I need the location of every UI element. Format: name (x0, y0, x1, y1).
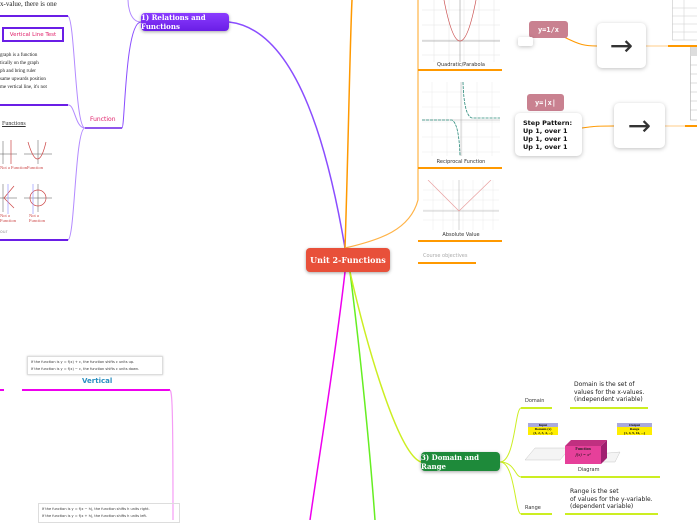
vertical-line-test-box[interactable]: Vertical Line Test (2, 27, 64, 42)
graph-label: Function (27, 165, 43, 170)
rule-line: If the function is y = f(x + h), the fun… (42, 513, 176, 520)
vlt-description: graph is a function tically on the graph… (0, 52, 47, 92)
vertical-rules-box: If the function is y = f(x) + c, the fun… (27, 356, 163, 375)
vlt-line: tically on the graph (0, 60, 47, 68)
step-pattern-note: Step Pattern: Up 1, over 1 Up 1, over 1 … (515, 113, 582, 156)
function-box-title: Function (565, 446, 601, 451)
vlt-line: me vertical line, it's not (0, 84, 47, 92)
range-line: of values for the y-variable. (570, 496, 653, 504)
range-text: Range is the set of values for the y-var… (570, 488, 653, 511)
horizontal-rules-box: If the function is y = f(x − h), the fun… (38, 503, 180, 523)
graph-caption: Quadratic/Parabola (422, 62, 500, 68)
y-abs-node[interactable]: y=|x| (527, 94, 564, 111)
graph-caption: Absolute Value (423, 232, 499, 238)
function-topic[interactable]: Function (90, 116, 116, 123)
graph-label: Not a Function (29, 213, 47, 223)
domain-range-label: 3) Domain and Range (421, 453, 500, 471)
central-topic-label: Unit 2-Functions (310, 255, 386, 265)
right-arrow-icon: → (597, 23, 646, 68)
relations-label: 1) Relations and Functions (141, 13, 229, 31)
domain-text: Domain is the set of values for the x-va… (574, 381, 644, 404)
y-abs-label: y=|x| (535, 99, 556, 107)
y-reciprocal-label: y=1/x (538, 26, 559, 34)
domain-values: {1, 2, 3, 4, ...} (528, 431, 558, 435)
functions-title: Functions (2, 121, 26, 127)
footer-text: our (0, 230, 7, 235)
relations-functions-node[interactable]: 1) Relations and Functions (141, 13, 229, 31)
right-arrow-icon: → (614, 103, 665, 148)
step-line: Up 1, over 1 (523, 135, 582, 143)
graph-label: Not a Function (0, 165, 27, 170)
domain-range-node[interactable]: 3) Domain and Range (421, 452, 500, 471)
value-table-image (672, 0, 697, 41)
y-reciprocal-node[interactable]: y=1/x (529, 21, 568, 38)
top-text: x-value, there is one (0, 0, 57, 8)
central-topic[interactable]: Unit 2-Functions (306, 248, 390, 272)
domain-line: values for the x-values. (574, 389, 644, 397)
function-formula: f(x) = x² (565, 452, 601, 457)
step-line: Up 1, over 1 (523, 127, 582, 135)
rule-line: If the function is y = f(x) − c, the fun… (31, 366, 159, 373)
step-line: Step Pattern: (523, 119, 582, 127)
range-line: (dependent variable) (570, 503, 653, 511)
range-topic[interactable]: Range (525, 505, 541, 511)
absolute-value-graph-image (423, 180, 499, 230)
vertical-line-test-label: Vertical Line Test (10, 32, 56, 38)
empty-note[interactable] (518, 37, 533, 46)
domain-line: Domain is the set of (574, 381, 644, 389)
step-line: Up 1, over 1 (523, 143, 582, 151)
graph-label: Not a Function (0, 213, 18, 223)
vlt-line: same upwards position (0, 76, 47, 84)
range-line: Range is the set (570, 488, 653, 496)
output-box: Output Range {1, 4, 9, 16, ...} (617, 423, 652, 435)
second-table-image (690, 47, 697, 121)
domain-line: (independent variable) (574, 396, 644, 404)
input-box: Input Domain (x) {1, 2, 3, 4, ...} (528, 423, 558, 435)
rule-line: If the function is y = f(x − h), the fun… (42, 506, 176, 513)
course-objectives[interactable]: Course objectives (423, 253, 467, 259)
vlt-line: ph and bring ruler (0, 68, 47, 76)
domain-topic[interactable]: Domain (525, 398, 544, 404)
parabola-graph-image (422, 0, 500, 62)
vertical-topic[interactable]: Vertical (82, 377, 112, 385)
reciprocal-graph-image (422, 82, 500, 156)
vlt-line: graph is a function (0, 52, 47, 60)
range-values: {1, 4, 9, 16, ...} (617, 431, 652, 435)
rule-line: If the function is y = f(x) + c, the fun… (31, 359, 159, 366)
diagram-caption: Diagram (578, 467, 599, 473)
graph-caption: Reciprocal Function (422, 159, 500, 165)
